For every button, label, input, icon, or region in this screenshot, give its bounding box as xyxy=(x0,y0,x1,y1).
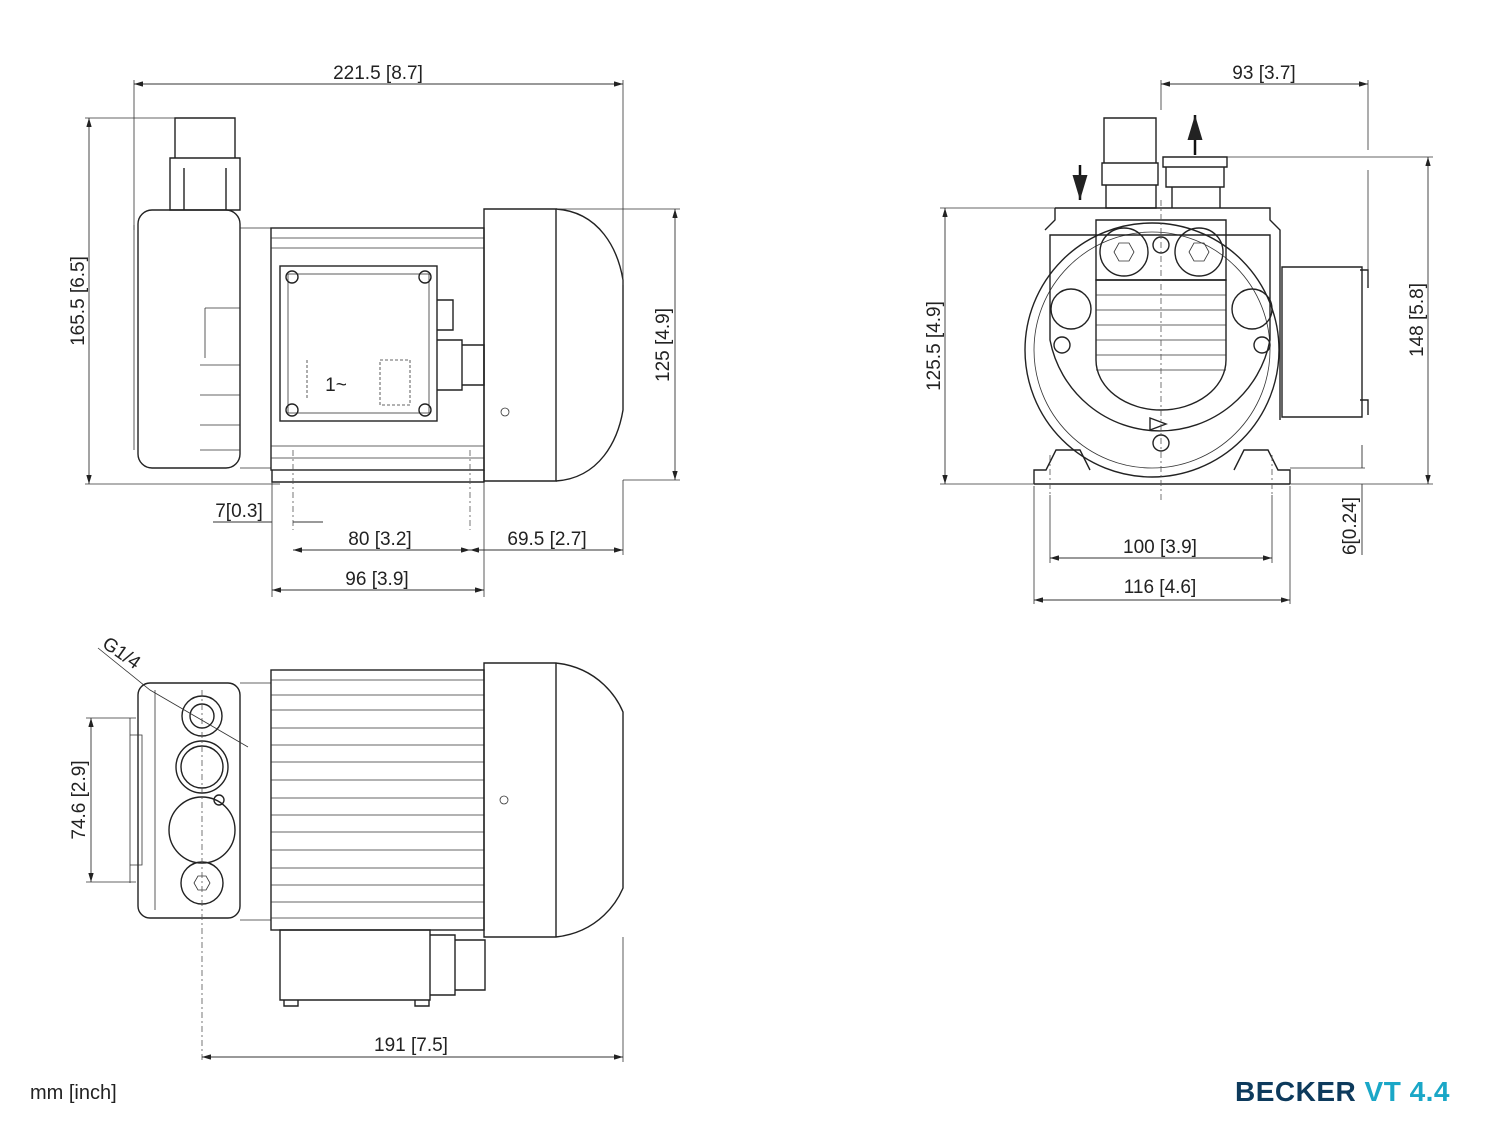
cable-gland xyxy=(169,117,241,211)
side-view: 221.5 [8.7] 165.5 [6.5] 125 [4.9] 7[0.3]… xyxy=(68,63,680,597)
dim-length: 191 [7.5] xyxy=(374,1035,448,1056)
dim-hole-spacing: 100 [3.9] xyxy=(1123,537,1197,558)
dim-inlet-height: 125.5 [4.9] xyxy=(924,301,945,391)
motor-body xyxy=(270,227,485,471)
cable-gland xyxy=(1101,117,1159,209)
terminal-label: 1~ xyxy=(325,375,347,396)
logo: BECKER VT 4.4 xyxy=(1235,1076,1450,1108)
dim-cap-length: 69.5 [2.7] xyxy=(507,529,586,550)
pump-head xyxy=(137,209,241,469)
logo-brand: BECKER xyxy=(1235,1076,1357,1107)
dim-port-spacing: 74.6 [2.9] xyxy=(69,760,90,839)
units-label: mm [inch] xyxy=(30,1082,117,1104)
dim-foot-offset: 7[0.3] xyxy=(215,501,263,522)
pump-head xyxy=(137,682,241,919)
dim-motor-length: 96 [3.9] xyxy=(345,569,408,590)
top-view: G1/4 74.6 [2.9] 191 [7.5] xyxy=(69,633,624,1062)
end-view: 93 [3.7] 125.5 [4.9] 148 [5.8] 6[0.24] 1… xyxy=(924,63,1433,604)
dim-foot-spacing: 80 [3.2] xyxy=(348,529,411,550)
thread-label: G1/4 xyxy=(98,633,144,674)
dim-port-offset: 93 [3.7] xyxy=(1232,63,1295,84)
logo-model: VT 4.4 xyxy=(1364,1076,1450,1107)
dim-overall-length: 221.5 [8.7] xyxy=(333,63,423,84)
dim-overall-height: 165.5 [6.5] xyxy=(68,256,89,346)
end-cap xyxy=(483,208,557,482)
terminal-box xyxy=(279,265,438,422)
dim-cap-height: 125 [4.9] xyxy=(653,308,674,382)
motor-body xyxy=(270,669,485,931)
dim-foot-thickness: 6[0.24] xyxy=(1340,497,1361,555)
dim-foot-width: 116 [4.6] xyxy=(1124,577,1197,598)
dim-total-height: 148 [5.8] xyxy=(1407,283,1428,357)
